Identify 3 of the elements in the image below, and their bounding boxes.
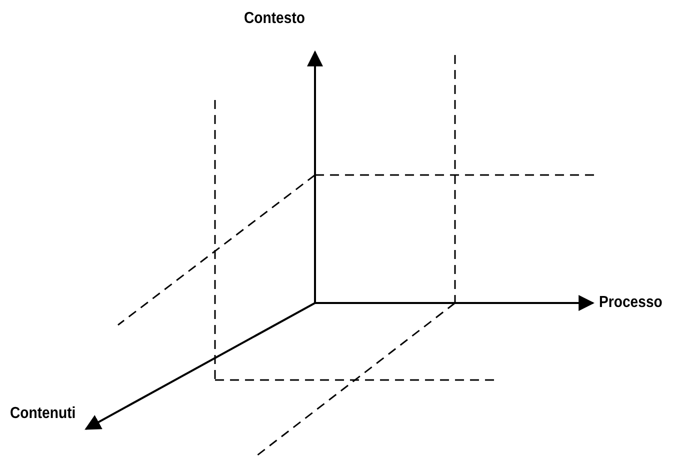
axis-label: Contesto [244,10,305,28]
axis-label: Contenuti [10,405,76,423]
axis-label: Processo [599,294,662,312]
